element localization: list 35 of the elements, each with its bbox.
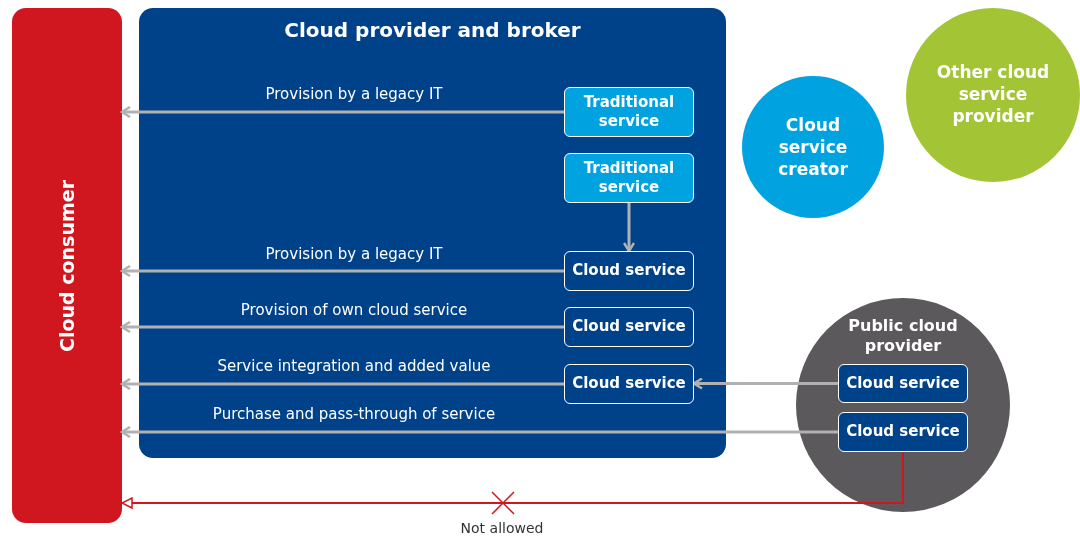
edge-label: Service integration and added value (217, 357, 491, 375)
consumer-bar (12, 8, 122, 523)
service-label: Traditional service (582, 158, 676, 198)
provider-panel (139, 8, 726, 458)
service-box (564, 307, 694, 347)
service-box (564, 87, 694, 137)
service-label: Cloud service (572, 317, 686, 337)
edge-label: Not allowed (460, 520, 544, 536)
panel-heading: Cloud provider and broker (284, 18, 581, 42)
edge-label: Provision of own cloud service (240, 301, 468, 319)
arrow (121, 451, 904, 509)
arrow (120, 425, 838, 439)
arrow (120, 377, 564, 391)
arrow (622, 203, 636, 253)
service-box (838, 364, 968, 403)
circle-label: Other cloud service provider (935, 60, 1051, 128)
edge-label: Provision by a legacy IT (265, 85, 443, 103)
service-box (838, 412, 968, 452)
service-label: Cloud service (572, 261, 686, 281)
arrow (692, 377, 838, 390)
service-label: Cloud service (572, 374, 686, 394)
edge-label: Provision by a legacy IT (265, 245, 443, 263)
arrow (120, 320, 564, 334)
service-label: Cloud service (846, 422, 960, 442)
service-box (564, 364, 694, 404)
service-box (564, 153, 694, 203)
service-label: Traditional service (582, 92, 676, 132)
arrow (120, 264, 564, 278)
edge-label: Purchase and pass-through of service (212, 405, 496, 423)
circle-label: Cloud service creator (777, 113, 849, 181)
arrow (120, 105, 564, 119)
service-box (564, 251, 694, 291)
circle-label: Public cloud provider (847, 316, 959, 356)
service-label: Cloud service (846, 373, 960, 394)
vertical-label: Cloud consumer (56, 179, 78, 352)
